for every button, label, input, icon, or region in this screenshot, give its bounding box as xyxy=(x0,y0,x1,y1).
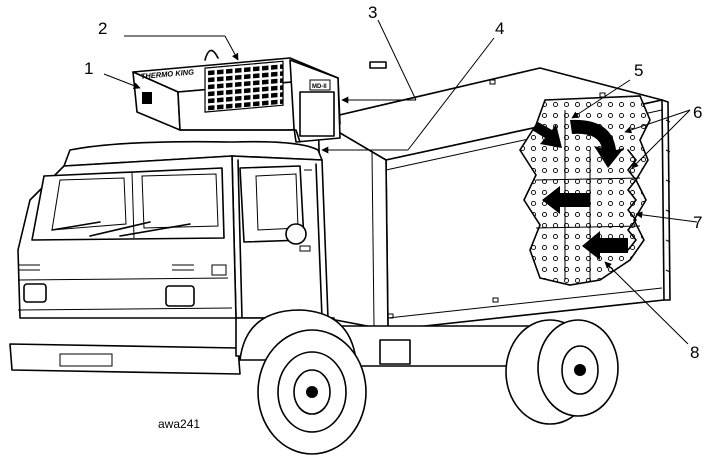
callout-7: 7 xyxy=(693,213,702,232)
callout-2: 2 xyxy=(98,19,107,38)
truck-cab xyxy=(9,140,335,375)
airflow-arrow-left-bottom xyxy=(582,231,628,260)
callout-8: 8 xyxy=(690,343,699,362)
unit-tag-label: MD-II xyxy=(312,84,327,90)
callout-6: 6 xyxy=(693,103,702,122)
callout-1: 1 xyxy=(84,59,93,78)
callout-3: 3 xyxy=(368,3,377,22)
callout-5: 5 xyxy=(634,61,643,80)
front-wheel xyxy=(239,309,367,455)
figure-code: awa241 xyxy=(158,417,200,431)
callout-labels: 1 2 3 4 5 6 7 8 xyxy=(84,3,702,362)
airflow-arrow-down-left xyxy=(532,122,562,148)
airflow-arrow-curved xyxy=(570,119,624,168)
cutaway-interior xyxy=(519,95,651,286)
airflow-arrow-left-middle xyxy=(542,186,590,214)
rear-wheels xyxy=(505,319,619,425)
callout-4: 4 xyxy=(495,19,504,38)
leader-lines xyxy=(103,19,698,345)
refrigeration-unit: MD-II THERMO KING xyxy=(132,49,341,143)
